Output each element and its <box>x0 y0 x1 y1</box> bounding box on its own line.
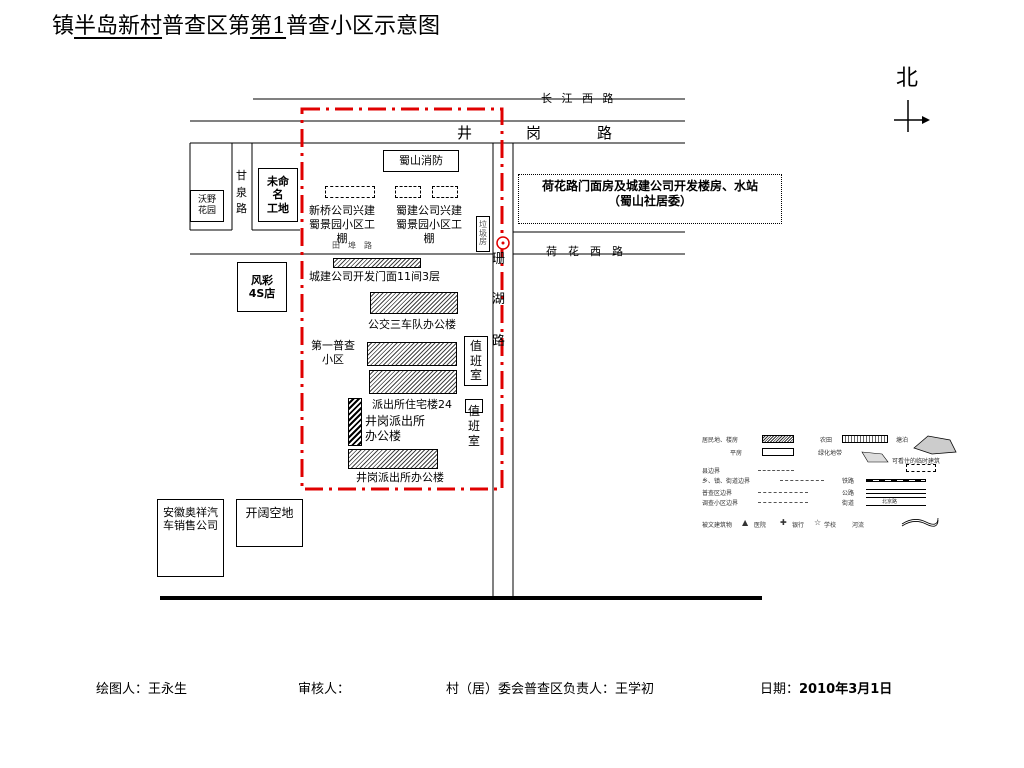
legend-residential-swatch <box>762 435 794 443</box>
residential-block-2 <box>369 370 457 394</box>
title-suffix: 普查小区示意图 <box>286 14 441 39</box>
duty-room-1: 值 班 室 <box>464 336 488 386</box>
legend: 居民地、楼房 农田 塘泊 平房 绿化地带 可看住的临时建筑 县边界 乡、镇、街道… <box>700 432 960 532</box>
hehua-buildings-frame <box>518 174 782 224</box>
footer-date: 日期：2010年3月1日 <box>760 678 892 697</box>
shujian-shed-outline-2 <box>432 186 458 198</box>
legend-temp: 可看住的临时建筑 <box>892 458 941 465</box>
legend-hospital: 医院 <box>754 522 767 529</box>
legend-farmland: 农田 <box>820 437 833 444</box>
title-prefix: 镇 <box>52 14 75 39</box>
legend-county-line <box>758 470 794 471</box>
legend-county-boundary: 县边界 <box>702 468 721 475</box>
legend-green-icon <box>861 451 889 463</box>
xinqiao-shed: 新桥公司兴建 蜀景园小区工 棚 <box>309 204 375 245</box>
legend-town-line <box>780 480 824 481</box>
residential-block-1 <box>367 342 457 366</box>
chengjian-label: 城建公司开发门面11间3层 <box>309 270 440 283</box>
duty-room-2: 值 班 室 <box>468 404 481 448</box>
legend-school: 学校 <box>824 522 837 529</box>
shujian-shed-outline-1 <box>395 186 421 198</box>
road-shanhu-1: 珊 <box>492 252 506 267</box>
title-town: 半岛新村 <box>74 14 163 39</box>
legend-residential: 居民地、楼房 <box>702 437 739 444</box>
page-title: 镇半岛新村普查区第第1普查小区示意图 <box>52 8 440 40</box>
legend-flat-swatch <box>762 448 794 456</box>
legend-green: 绿化地带 <box>818 450 843 457</box>
footer-date-label: 日期： <box>760 682 800 697</box>
xinqiao-shed-outline <box>325 186 375 198</box>
legend-river: 河流 <box>852 522 865 529</box>
census-boundary <box>300 107 504 491</box>
legend-landmarks: 被文建筑物 <box>702 522 733 529</box>
road-jinggang-2: 岗 <box>526 124 542 142</box>
hehua-buildings: 荷花路门面房及城建公司开发楼房、水站 （蜀山社居委） <box>541 179 758 208</box>
police-office-label: 井岗派出所办公楼 <box>356 471 444 484</box>
gongjiao-building <box>370 292 458 314</box>
compass-north-label: 北 <box>896 66 919 91</box>
legend-sub-boundary: 调查小区边界 <box>702 500 739 507</box>
legend-railway: 铁路 <box>842 478 855 485</box>
footer-date-value: 2010年3月1日 <box>799 682 893 697</box>
legend-hospital-icon: ▲ <box>742 518 749 527</box>
footer-drawer: 绘图人：王永生 <box>96 682 188 697</box>
census-area-label: 第一普查 小区 <box>311 339 355 366</box>
open-land-label: 开阔空地 <box>245 506 294 520</box>
footer-reviewer: 审核人： <box>298 682 351 697</box>
fengcai-4s: 风彩 4S店 <box>237 262 287 312</box>
legend-temp-swatch <box>906 464 936 472</box>
legend-pond-icon <box>913 435 957 455</box>
legend-railway-line <box>866 479 926 482</box>
woye-garden: 沃野 花园 <box>190 190 224 222</box>
compass: 北 <box>892 60 932 135</box>
legend-farmland-swatch <box>842 435 888 443</box>
anhui-auto: 安徽奥祥汽 车销售公司 <box>157 499 224 577</box>
road-hehua: 荷 花 西 路 <box>546 245 623 258</box>
legend-flat: 平房 <box>730 450 743 457</box>
legend-street-sample: 北京路 <box>882 499 898 505</box>
legend-sub-line <box>758 502 808 503</box>
title-area-no: 第1 <box>250 14 287 39</box>
weiming-site: 未命 名 工地 <box>258 168 298 222</box>
footer-committee: 村（居）委会普查区负责人：王学初 <box>446 682 655 697</box>
road-shanhu-2: 湖 <box>492 292 506 307</box>
legend-census-boundary: 普查区边界 <box>702 490 733 497</box>
shushan-fire-station: 蜀山消防 <box>383 150 459 172</box>
shujian-shed: 蜀建公司兴建 蜀景园小区工 棚 <box>396 204 462 245</box>
legend-census-line <box>758 492 808 493</box>
road-shanhu-3: 路 <box>492 334 506 349</box>
legend-river-icon <box>901 517 939 527</box>
legend-highway: 公路 <box>842 490 855 497</box>
road-changjiang: 长 江 西 路 <box>541 92 617 105</box>
garbage-room: 垃 圾 房 <box>476 216 490 252</box>
duty-room-2-marker <box>465 399 483 413</box>
title-middle: 普查区第 <box>162 14 251 39</box>
road-ganquan: 甘 泉 路 <box>236 169 247 215</box>
gongjiao-label: 公交三车队办公楼 <box>368 318 456 331</box>
legend-street: 街道 <box>842 500 855 507</box>
police-housing-label: 派出所住宅楼24 <box>372 398 452 411</box>
legend-school-icon: ☆ <box>814 518 822 527</box>
chengjian-shops <box>333 258 421 268</box>
road-jinggang-3: 路 <box>597 124 613 142</box>
anhui-auto-label: 安徽奥祥汽 车销售公司 <box>163 506 218 533</box>
legend-bank: 银行 <box>792 522 805 529</box>
road-small: 田 埠 路 <box>332 241 372 250</box>
legend-highway-line <box>866 489 926 494</box>
police-office-building <box>348 449 438 469</box>
legend-town-boundary: 乡、镇、街道边界 <box>702 478 751 485</box>
legend-bank-icon: ✚ <box>780 518 787 527</box>
open-land: 开阔空地 <box>236 499 303 547</box>
legend-street-swatch: 北京路 <box>866 497 926 506</box>
police-old-label: 井岗派出所 办公楼 <box>365 414 426 443</box>
police-old-building <box>348 398 362 446</box>
legend-pond: 塘泊 <box>896 437 909 444</box>
road-jinggang-1: 井 <box>457 124 473 142</box>
compass-arrow-icon <box>894 100 930 132</box>
